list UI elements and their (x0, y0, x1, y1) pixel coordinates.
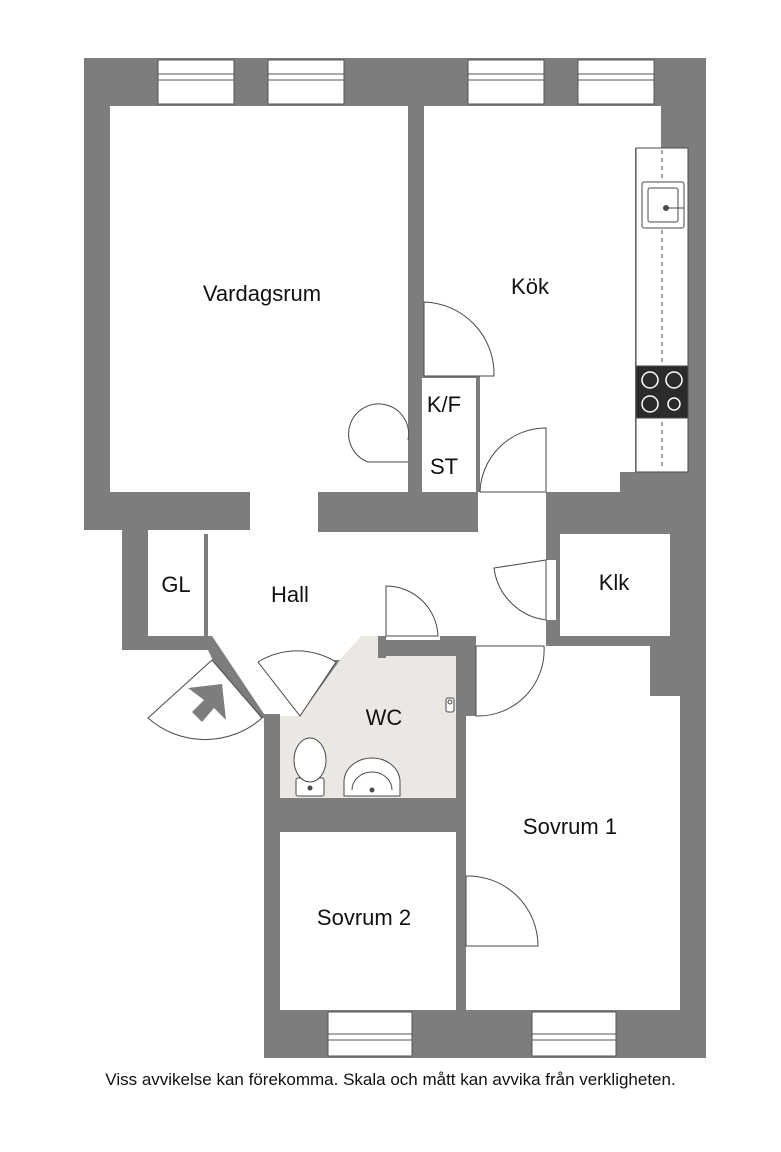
tap-icon (445, 697, 455, 713)
label-kf: K/F (427, 392, 461, 417)
kitchen-counter (635, 147, 689, 473)
label-vardagsrum: Vardagsrum (203, 281, 321, 306)
floor-plan: Vardagsrum Kök K/F ST GL Hall Klk WC Sov… (84, 58, 706, 1058)
door-vardagsrum-kok (423, 301, 495, 377)
door-wc (385, 585, 439, 637)
label-sovrum1: Sovrum 1 (523, 814, 617, 839)
sink-icon (641, 181, 685, 229)
floors (110, 106, 680, 1010)
door-entrance-inner (257, 650, 337, 717)
window (327, 1011, 413, 1057)
label-sovrum2: Sovrum 2 (317, 905, 411, 930)
window (267, 59, 345, 105)
label-gl: GL (161, 572, 190, 597)
door-sovrum1 (475, 645, 545, 717)
door-sovrum2 (465, 875, 539, 947)
washbasin-icon (343, 757, 401, 797)
window (467, 59, 545, 105)
label-st: ST (430, 454, 458, 479)
entrance-arrow-icon (188, 684, 226, 722)
door-kf-closet (348, 403, 410, 463)
door-klk (493, 559, 547, 621)
stove-icon (635, 365, 689, 419)
label-wc: WC (366, 705, 403, 730)
window (531, 1011, 617, 1057)
window (577, 59, 655, 105)
windows (157, 59, 655, 1057)
window (157, 59, 235, 105)
room-labels: Vardagsrum Kök K/F ST GL Hall Klk WC Sov… (161, 274, 630, 930)
label-hall: Hall (271, 582, 309, 607)
toilet-icon (293, 737, 327, 797)
label-kok: Kök (511, 274, 550, 299)
label-klk: Klk (599, 570, 631, 595)
door-kok-hall (479, 427, 547, 493)
disclaimer-text: Viss avvikelse kan förekomma. Skala och … (105, 1070, 676, 1089)
wc-fixtures (293, 697, 455, 797)
